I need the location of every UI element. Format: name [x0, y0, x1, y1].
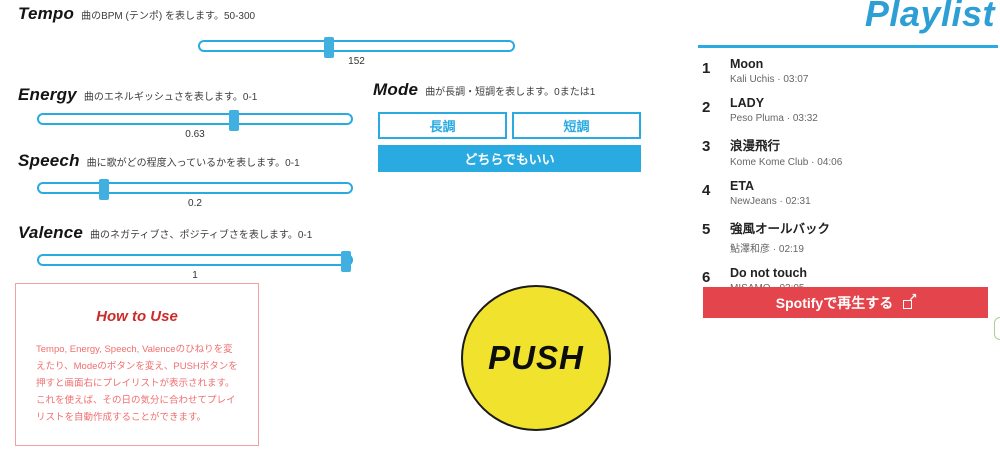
- valence-slider-track[interactable]: [37, 251, 353, 272]
- mode-label: Mode: [373, 80, 419, 99]
- track-meta: Kome Kome Club · 04:06: [730, 157, 843, 168]
- how-to-use-panel: How to Use Tempo, Energy, Speech, Valenc…: [15, 283, 259, 446]
- speech-slider-value: 0.2: [188, 198, 202, 209]
- playlist-track-row: 4 ETA NewJeans · 02:31: [702, 179, 992, 207]
- mode-section-header: Mode 曲が長調・短調を表します。0または1: [373, 80, 595, 100]
- valence-description: 曲のネガティブさ、ポジティブさを表します。0-1: [90, 230, 313, 241]
- mode-major-button[interactable]: 長調: [378, 112, 507, 139]
- tempo-label: Tempo: [18, 4, 75, 23]
- meta-separator: ·: [772, 244, 777, 255]
- tempo-slider: 152: [198, 36, 515, 67]
- playlist-title: Playlist: [864, 0, 995, 34]
- energy-slider: 0.63: [37, 109, 353, 140]
- mode-description: 曲が長調・短調を表します。0または1: [425, 87, 596, 98]
- spotify-play-button[interactable]: Spotifyで再生する ↗: [703, 287, 988, 318]
- track-meta: 鮎澤和彦 · 02:19: [730, 244, 804, 255]
- meta-separator: ·: [786, 113, 791, 124]
- spotify-play-button-label: Spotifyで再生する: [775, 294, 894, 311]
- playlist-track-row: 2 LADY Peso Pluma · 03:32: [702, 96, 992, 124]
- mode-either-button[interactable]: どちらでもいい: [378, 145, 641, 172]
- clipped-panel-edge: [994, 317, 1000, 340]
- valence-slider-value: 1: [192, 270, 198, 281]
- track-title: Moon: [730, 57, 764, 71]
- energy-section-header: Energy 曲のエネルギッシュさを表します。0-1: [18, 85, 257, 105]
- energy-label: Energy: [18, 85, 77, 104]
- mode-minor-button[interactable]: 短調: [512, 112, 641, 139]
- energy-slider-thumb[interactable]: [229, 110, 240, 131]
- tempo-slider-thumb[interactable]: [324, 37, 335, 58]
- speech-description: 曲に歌がどの程度入っているかを表します。0-1: [86, 158, 300, 169]
- tempo-slider-value: 152: [348, 56, 365, 67]
- valence-label: Valence: [18, 223, 84, 242]
- track-number: 3: [702, 138, 711, 155]
- speech-slider-thumb[interactable]: [99, 179, 110, 200]
- meta-separator: ·: [779, 196, 783, 207]
- meta-separator: ·: [811, 157, 815, 168]
- tempo-slider-track[interactable]: [198, 37, 515, 58]
- track-number: 1: [702, 60, 711, 77]
- track-number: 5: [702, 221, 711, 238]
- push-button[interactable]: PUSH: [461, 285, 611, 431]
- how-to-use-body: Tempo, Energy, Speech, Valenceのひねりを変えたり、…: [36, 344, 238, 424]
- track-number: 6: [702, 269, 711, 286]
- playlist-track-row: 3 浪漫飛行 Kome Kome Club · 04:06: [702, 135, 992, 168]
- track-meta: Kali Uchis · 03:07: [730, 74, 809, 85]
- speech-label: Speech: [18, 151, 80, 170]
- playlist-track-row: 1 Moon Kali Uchis · 03:07: [702, 57, 992, 85]
- speech-slider-track[interactable]: [37, 179, 353, 200]
- track-number: 2: [702, 99, 711, 116]
- energy-description: 曲のエネルギッシュさを表します。0-1: [83, 92, 258, 103]
- energy-slider-value: 0.63: [185, 129, 205, 140]
- valence-slider: 1: [37, 250, 353, 281]
- track-title: ETA: [730, 179, 755, 193]
- valence-section-header: Valence 曲のネガティブさ、ポジティブさを表します。0-1: [18, 223, 312, 243]
- track-number: 4: [702, 182, 711, 199]
- track-title: Do not touch: [730, 266, 808, 280]
- valence-slider-thumb[interactable]: [341, 251, 351, 272]
- track-title: 浪漫飛行: [730, 139, 781, 153]
- playlist-track-list: 1 Moon Kali Uchis · 03:07 2 LADY Peso Pl…: [702, 57, 992, 305]
- speech-section-header: Speech 曲に歌がどの程度入っているかを表します。0-1: [18, 151, 300, 171]
- external-link-icon: ↗: [903, 292, 917, 309]
- push-button-label: PUSH: [488, 339, 584, 376]
- track-title: 強風オールバック: [730, 222, 831, 236]
- tempo-description: 曲のBPM (テンポ) を表します。50-300: [81, 11, 256, 22]
- energy-slider-track[interactable]: [37, 110, 353, 131]
- playlist-track-row: 5 強風オールバック 鮎澤和彦 · 02:19: [702, 218, 992, 255]
- track-meta: NewJeans · 02:31: [730, 196, 811, 207]
- track-meta: Peso Pluma · 03:32: [730, 113, 818, 124]
- track-title: LADY: [730, 96, 765, 110]
- playlist-divider: [698, 45, 998, 48]
- tempo-section-header: Tempo 曲のBPM (テンポ) を表します。50-300: [18, 4, 255, 24]
- meta-separator: ·: [777, 74, 781, 85]
- speech-slider: 0.2: [37, 178, 353, 209]
- how-to-use-title: How to Use: [96, 308, 178, 325]
